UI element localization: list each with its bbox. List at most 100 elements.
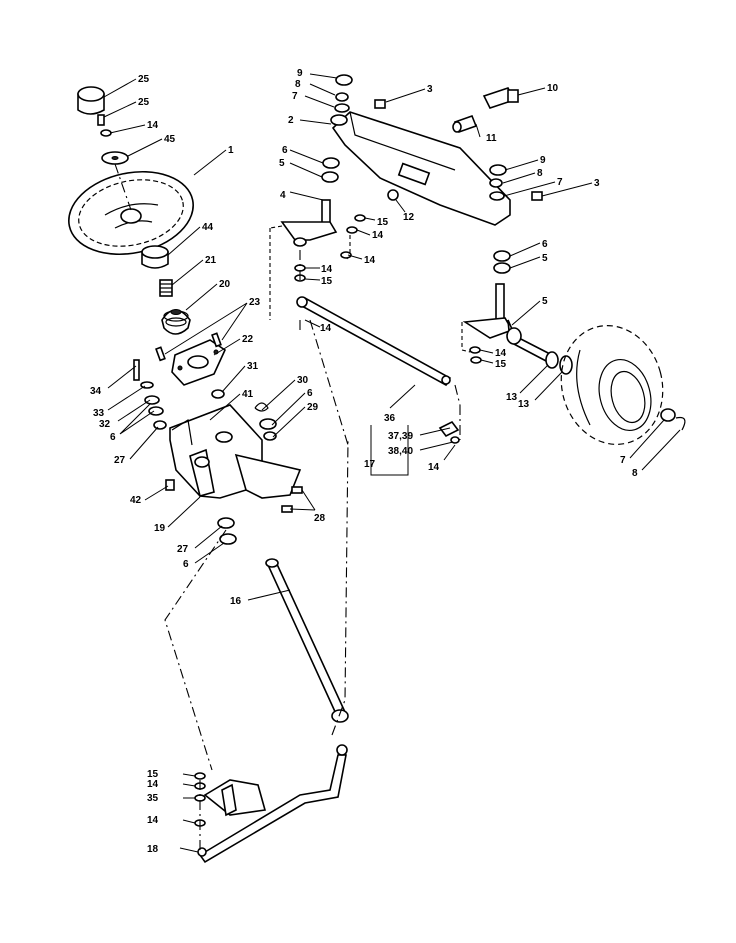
callout-label: 15 <box>147 769 159 780</box>
callout-label: 32 <box>99 419 111 430</box>
front-wheel <box>560 325 664 445</box>
callout-label: 14 <box>495 348 507 359</box>
callout-label: 14 <box>147 120 159 131</box>
callout-label: 17 <box>364 459 376 470</box>
wheel-washers <box>545 351 573 375</box>
cap-screw <box>97 114 105 126</box>
callout-label: 11 <box>486 133 497 144</box>
callout-label: 1 <box>228 145 234 156</box>
lower-washers <box>217 517 237 545</box>
callout-label: 42 <box>130 495 142 506</box>
front-axle <box>331 111 511 226</box>
callout-label: 6 <box>307 388 313 399</box>
pivot-plate <box>203 779 267 817</box>
callout-label: 6 <box>282 145 288 156</box>
callout-labels: 25 25 14 45 1 44 21 20 23 22 34 33 32 6 … <box>90 68 638 855</box>
callout-label: 6 <box>542 239 548 250</box>
washer-stack-left <box>140 381 167 430</box>
callout-label: 8 <box>295 79 301 90</box>
callout-label: 14 <box>320 323 332 334</box>
steering-adapter <box>159 279 173 297</box>
steering-boot <box>161 309 191 335</box>
callout-label: 25 <box>138 97 150 108</box>
callout-label: 6 <box>110 432 116 443</box>
callout-label: 14 <box>147 779 159 790</box>
callout-label: 3 <box>427 84 433 95</box>
steering-wheel <box>68 170 194 256</box>
callout-label: 9 <box>297 68 303 79</box>
callout-label: 22 <box>242 334 254 345</box>
callout-label: 20 <box>219 279 231 290</box>
callout-label: 14 <box>372 230 384 241</box>
callout-label: 14 <box>321 264 333 275</box>
callout-label: 3 <box>594 178 600 189</box>
callout-label: 8 <box>537 168 543 179</box>
callout-label: 5 <box>542 296 548 307</box>
left-spindle <box>280 199 338 247</box>
callout-label: 6 <box>183 559 189 570</box>
steering-wheel-cap <box>77 86 105 115</box>
callout-label: 35 <box>147 793 159 804</box>
steering-wheel-insert <box>101 151 129 165</box>
left-spindle-top-hardware <box>330 74 353 126</box>
callout-label: 45 <box>164 134 176 145</box>
callout-label: 18 <box>147 844 159 855</box>
callout-label: 15 <box>377 217 389 228</box>
axle-pivot-bolt <box>482 87 519 109</box>
callout-label: 14 <box>364 255 376 266</box>
callout-label: 7 <box>292 91 298 102</box>
callout-label: 38,40 <box>388 446 413 457</box>
steering-bracket <box>169 404 302 499</box>
grease-fitting-left <box>374 99 386 109</box>
callout-label: 14 <box>147 815 159 826</box>
callout-label: 12 <box>403 212 415 223</box>
grease-fitting-right <box>531 191 543 201</box>
tie-rod-end <box>438 420 460 444</box>
callout-label: 27 <box>177 544 189 555</box>
hub-cap-clip <box>660 408 686 431</box>
bolt-34 <box>133 359 140 381</box>
callout-label: 30 <box>297 375 309 386</box>
callout-label: 21 <box>205 255 217 266</box>
nut-12 <box>387 189 399 201</box>
right-spindle-top-hardware <box>489 164 507 201</box>
callout-label: 23 <box>249 297 261 308</box>
callout-label: 44 <box>202 222 214 233</box>
callout-label: 34 <box>90 386 102 397</box>
right-spindle-washers <box>493 250 511 274</box>
callout-label: 13 <box>506 392 518 403</box>
callout-label: 37,39 <box>388 431 413 442</box>
axle-spacer <box>452 114 478 134</box>
callout-label: 31 <box>247 361 259 372</box>
spring-30 <box>254 402 269 412</box>
callout-label: 41 <box>242 389 254 400</box>
callout-label: 4 <box>280 190 286 201</box>
callout-label: 7 <box>620 455 626 466</box>
callout-label: 9 <box>540 155 546 166</box>
callout-label: 8 <box>632 468 638 479</box>
callout-label: 16 <box>230 596 242 607</box>
callout-label: 13 <box>518 399 530 410</box>
callout-label: 2 <box>288 115 294 126</box>
callout-label: 15 <box>321 276 333 287</box>
left-spindle-washers <box>321 157 340 183</box>
callout-label: 10 <box>547 83 559 94</box>
callout-label: 27 <box>114 455 126 466</box>
callout-label: 7 <box>557 177 563 188</box>
right-spindle <box>462 283 554 364</box>
callout-label: 25 <box>138 74 150 85</box>
callout-label: 36 <box>384 413 396 424</box>
steering-arm <box>198 744 348 864</box>
leader-lines <box>103 73 681 853</box>
callout-label: 14 <box>428 462 440 473</box>
tie-rod <box>296 296 452 387</box>
lock-washer <box>100 129 112 137</box>
callout-label: 15 <box>495 359 507 370</box>
right-spindle-hardware <box>469 346 482 364</box>
callout-label: 5 <box>542 253 548 264</box>
steering-bushing <box>141 245 169 269</box>
callout-label: 28 <box>314 513 326 524</box>
drag-link <box>265 558 349 723</box>
washers-right-col <box>259 418 277 441</box>
